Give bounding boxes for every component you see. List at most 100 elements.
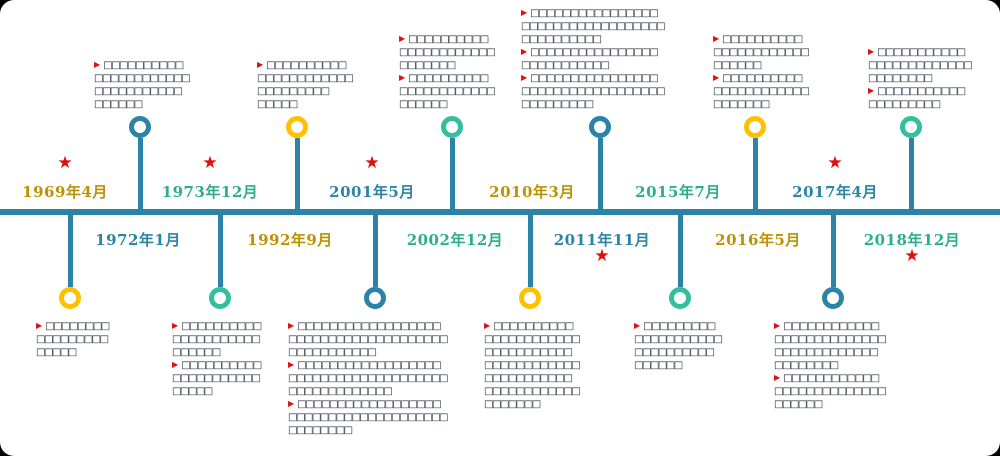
bullet-arrow-icon: ▶ — [774, 373, 781, 382]
description-line: □□□□□□□□□ — [36, 333, 116, 346]
bullet-arrow-icon: ▶ — [484, 321, 491, 330]
description-text: □□□□□□□□□ — [257, 86, 330, 97]
timeline-node-circle — [129, 116, 151, 138]
bullet-arrow-icon: ▶ — [774, 321, 781, 330]
timeline-stem — [295, 138, 300, 209]
description-line: □□□□□□□□□□□ — [288, 346, 440, 359]
description-text: □□□□□□ — [774, 399, 823, 410]
timeline-axis — [0, 209, 1000, 215]
description-text: □□□□□□□□ — [774, 360, 839, 371]
event-description: ▶□□□□□□□□□□□□□□□□□□□□□□ — [36, 320, 116, 359]
timeline-stem — [528, 215, 533, 287]
description-text: □□□□□□□□□ — [868, 99, 941, 110]
description-text: □□□□□□□□□□ — [634, 347, 715, 358]
description-line: □□□□□□□□□□□□□□□□□□ — [521, 20, 666, 33]
description-line: □□□□□□□□□ — [521, 98, 657, 111]
bullet-arrow-icon: ▶ — [172, 321, 179, 330]
bullet-arrow-icon: ▶ — [521, 8, 528, 17]
timeline-node-circle — [286, 116, 308, 138]
description-text: □□□□□□□□□□□□ — [783, 321, 880, 332]
date-label: 2001年5月 — [329, 183, 415, 201]
description-line: ▶□□□□□□□□□□ — [713, 72, 805, 85]
description-line: □□□□□□□□□□□□ — [399, 46, 496, 59]
description-text: □□□□□□□□□□□□ — [484, 386, 581, 397]
description-line: □□□□□□□□□□□□□ — [868, 59, 973, 72]
description-text: □□□□□□□□□□ — [103, 60, 184, 71]
timeline-stem — [373, 215, 378, 287]
event-description: ▶□□□□□□□□□□□□□□□□□□□□□□□□□□□□□□□□□□□□ — [257, 59, 354, 111]
timeline-stem — [678, 215, 683, 287]
star-icon: ★ — [904, 246, 920, 266]
star-icon: ★ — [364, 153, 380, 173]
timeline-stem — [450, 138, 455, 209]
event-description: ▶□□□□□□□□□□□□□□□□□□□□□□□□□□□□□□□□□□□□□□□… — [484, 320, 581, 411]
description-line: □□□□□□□□□ — [868, 98, 968, 111]
event-description: ▶□□□□□□□□□□□□□□□□□□□□□□□□□□□□□□□□□□□□□□□ — [94, 59, 191, 111]
description-text: □□□□□□□□ — [45, 321, 110, 332]
description-text: □□□□□□□□□□□□ — [399, 47, 496, 58]
description-text: □□□□□□□□□□□ — [484, 347, 573, 358]
timeline-stem — [831, 215, 836, 287]
description-line: □□□□□□□□ — [868, 72, 968, 85]
description-text: □□□□□□□□□□ — [181, 360, 262, 371]
description-line: □□□□□□ — [399, 98, 493, 111]
description-line: □□□□□□□□□□□□ — [94, 72, 191, 85]
description-text: □□□□□□□□□□□□ — [94, 73, 191, 84]
description-line: □□□□□ — [36, 346, 116, 359]
description-text: □□□□□□□□□□□□□□□□□□□□ — [288, 412, 448, 423]
description-line: □□□□□□□□□□□□ — [484, 359, 581, 372]
bullet-arrow-icon: ▶ — [288, 399, 295, 408]
timeline-stem — [598, 138, 603, 209]
description-text: □□□□□□□□□□ — [408, 34, 489, 45]
description-text: □□□□□□□□□□□□ — [484, 334, 581, 345]
description-line: □□□□□□□□ — [288, 424, 440, 437]
timeline-node-circle — [519, 287, 541, 309]
description-text: □□□□□□□□□□□ — [172, 373, 261, 384]
description-text: □□□□□□□□□ — [643, 321, 716, 332]
description-line: ▶□□□□□□□□□□ — [94, 59, 189, 72]
description-line: ▶□□□□□□□□□□ — [713, 33, 805, 46]
description-line: □□□□□□□□□□□□ — [713, 85, 810, 98]
description-line: □□□□□□□□□□□□ — [484, 333, 581, 346]
timeline-stem — [753, 138, 758, 209]
bullet-arrow-icon: ▶ — [257, 60, 264, 69]
description-text: □□□□□ — [172, 386, 213, 397]
star-icon: ★ — [594, 246, 610, 266]
description-line: □□□□□□□ — [713, 98, 805, 111]
description-text: □□□□□□□□□□ — [722, 34, 803, 45]
description-line: □□□□□□ — [94, 98, 189, 111]
description-line: □□□□□□□□□□ — [521, 33, 657, 46]
description-text: □□□□□□□ — [713, 99, 770, 110]
description-text: □□□□□□□□□□□ — [94, 86, 183, 97]
date-label: 2016年5月 — [715, 231, 801, 249]
description-line: □□□□□□□□□□□□ — [484, 385, 581, 398]
star-icon: ★ — [827, 153, 843, 173]
description-text: □□□□□□□□□□□□□□□□□□ — [521, 86, 666, 97]
description-text: □□□□□□□ — [399, 60, 456, 71]
description-line: □□□□□□□□□□ — [634, 346, 720, 359]
description-text: □□□□□□□□□□□□ — [399, 86, 496, 97]
description-text: □□□□□□□□□□□□□□□□□□ — [521, 21, 666, 32]
description-line: ▶□□□□□□□□□□□□□□□□□□ — [288, 398, 442, 411]
description-text: □□□□□□□□□□ — [521, 34, 602, 45]
bullet-arrow-icon: ▶ — [521, 47, 528, 56]
description-text: □□□□□□□□□□□□ — [257, 73, 354, 84]
description-line: □□□□□□□□□□□□□□ — [774, 333, 887, 346]
description-line: ▶□□□□□□□□□□□□□□□□ — [521, 46, 659, 59]
description-line: □□□□□□□□□□□□□ — [288, 385, 440, 398]
description-line: □□□□□□□□□□□□□□ — [774, 385, 887, 398]
timeline-node-circle — [669, 287, 691, 309]
description-text: □□□□□□□□□□□□□□□□ — [530, 73, 659, 84]
description-line: □□□□□□ — [172, 346, 262, 359]
description-line: ▶□□□□□□□□□□ — [399, 33, 493, 46]
description-line: ▶□□□□□□□□□ — [634, 320, 720, 333]
description-line: □□□□□ — [172, 385, 262, 398]
description-text: □□□□□□□□□□□ — [877, 86, 966, 97]
description-text: □□□□□□ — [94, 99, 143, 110]
bullet-arrow-icon: ▶ — [868, 47, 875, 56]
bullet-arrow-icon: ▶ — [172, 360, 179, 369]
description-line: ▶□□□□□□□□ — [36, 320, 116, 333]
timeline-stem — [68, 215, 73, 287]
description-line: ▶□□□□□□□□□□□□ — [774, 320, 882, 333]
bullet-arrow-icon: ▶ — [713, 34, 720, 43]
